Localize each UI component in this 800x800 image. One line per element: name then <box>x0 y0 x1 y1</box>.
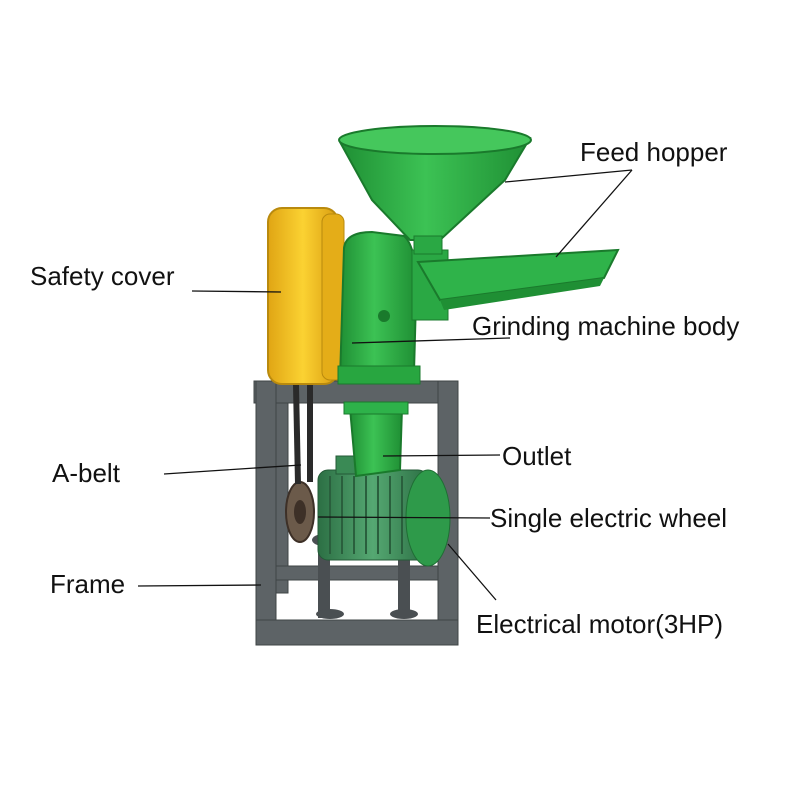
label-a-belt: A-belt <box>52 458 120 488</box>
a-belt <box>293 384 313 485</box>
leader-a-belt <box>163 464 302 475</box>
motor-fins <box>329 476 403 554</box>
leader-frame <box>137 584 262 587</box>
leader-feed-hopper-1 <box>504 169 633 183</box>
frame-inner-left-leg <box>275 402 289 594</box>
leader-grinding-body <box>351 337 511 344</box>
label-feed-hopper: Feed hopper <box>580 137 728 167</box>
leader-safety-cover <box>191 290 282 293</box>
frame-structure <box>253 380 459 646</box>
label-safety-cover: Safety cover <box>30 261 175 291</box>
label-electrical-motor: Electrical motor(3HP) <box>476 609 724 639</box>
leader-outlet <box>382 454 501 457</box>
frame-left-leg <box>255 380 277 646</box>
pulley-wheel <box>285 481 315 543</box>
safety-cover <box>267 207 345 385</box>
label-frame: Frame <box>50 569 126 599</box>
leader-motor <box>447 543 497 601</box>
frame-bottom-beam <box>255 619 459 646</box>
label-grinding-machine-body: Grinding machine body <box>472 311 740 341</box>
label-outlet: Outlet <box>502 441 572 471</box>
outlet-chute <box>343 401 409 478</box>
leader-feed-hopper-2 <box>555 169 633 258</box>
frame-mid-beam <box>275 565 439 581</box>
feed-hopper <box>338 125 532 255</box>
grinding-body <box>337 230 449 385</box>
leader-single-wheel <box>317 516 491 519</box>
feed-tray <box>416 248 620 310</box>
leader-lines <box>137 169 633 601</box>
label-single-electric-wheel: Single electric wheel <box>490 503 728 533</box>
